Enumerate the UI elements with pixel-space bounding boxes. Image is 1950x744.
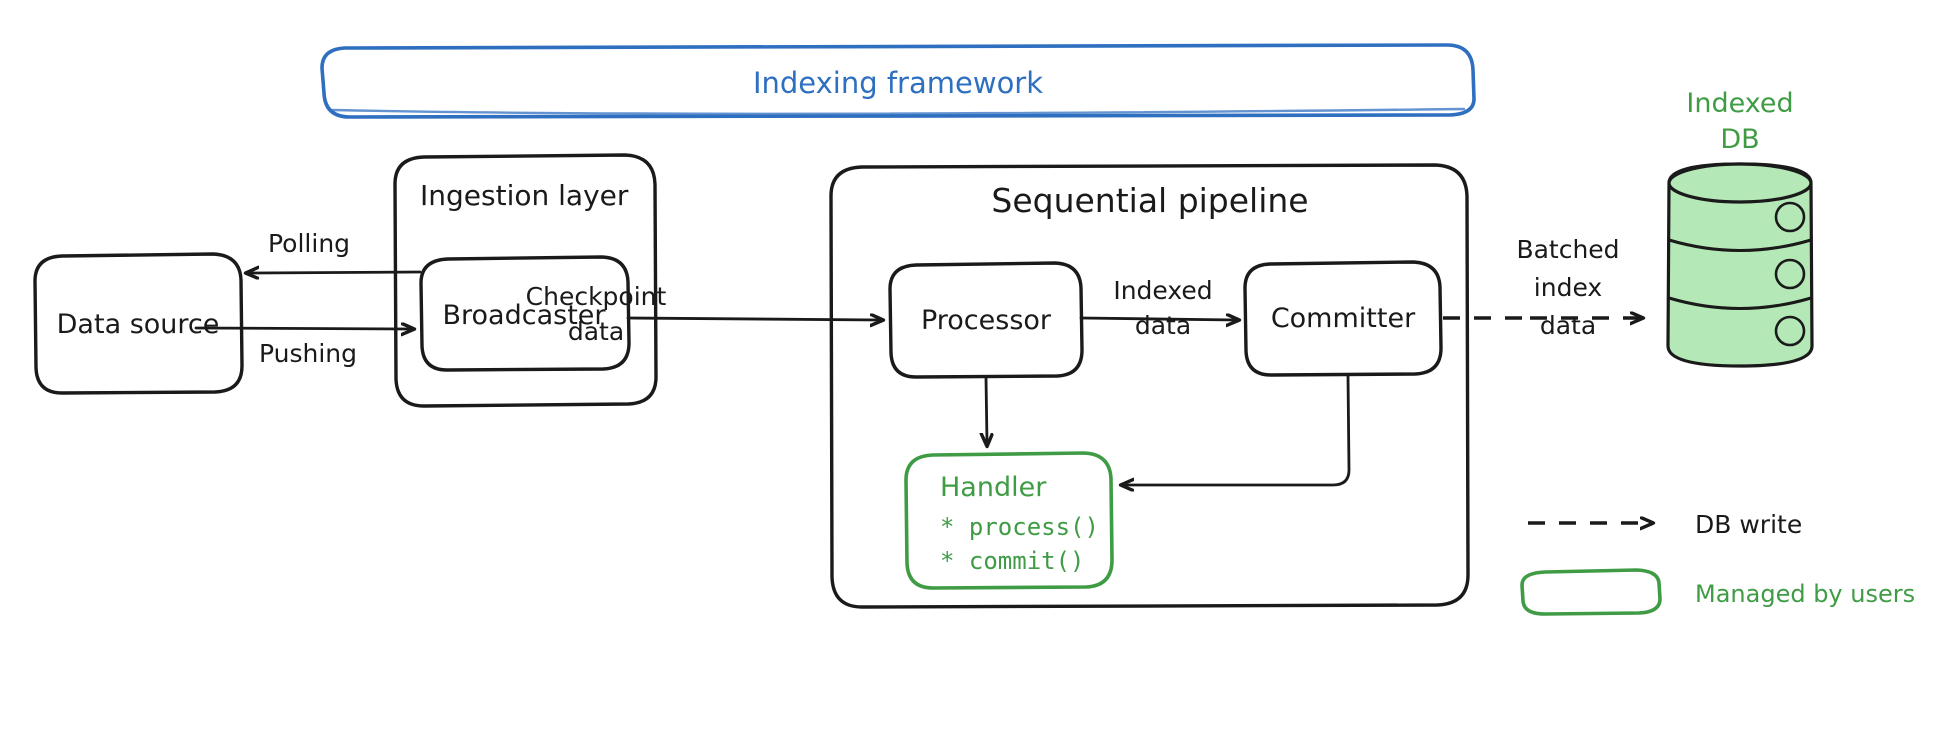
indexed-db-label-line2: DB <box>1720 124 1759 155</box>
legend-managed-by-users-label: Managed by users <box>1695 580 1915 608</box>
edge-committer-to-handler <box>1124 374 1351 485</box>
indexing-framework-label: Indexing framework <box>753 66 1043 100</box>
edge-pushing-label: Pushing <box>259 339 357 368</box>
ingestion-layer-label: Ingestion layer <box>420 179 629 212</box>
node-handler-method-process: * process() <box>940 513 1099 541</box>
edge-indexed-data-line2: data <box>1135 311 1191 340</box>
edge-batched-index-data-line3: data <box>1540 311 1596 340</box>
edge-batched-index-data-line1: Batched <box>1516 235 1619 264</box>
edge-checkpoint-data-line2: data <box>568 317 624 346</box>
edge-checkpoint-data-line1: Checkpoint <box>526 282 667 311</box>
node-handler-title: Handler <box>940 472 1047 503</box>
edge-pushing <box>194 328 411 329</box>
indexed-db-label-line1: Indexed <box>1686 88 1793 119</box>
edge-batched-index-data-line2: index <box>1534 273 1602 302</box>
db-indicator-2 <box>1774 258 1806 290</box>
node-committer[interactable] <box>1243 260 1443 377</box>
node-handler[interactable] <box>904 451 1114 590</box>
indexing-framework-container <box>320 43 1476 119</box>
sequential-pipeline-container <box>829 163 1470 609</box>
edge-polling-label: Polling <box>268 229 350 258</box>
sequential-pipeline-label: Sequential pipeline <box>991 181 1308 220</box>
node-processor[interactable] <box>888 261 1084 379</box>
indexed-db-cylinder[interactable] <box>1666 162 1814 368</box>
db-indicator-1 <box>1774 201 1806 233</box>
db-indicator-3 <box>1774 315 1806 347</box>
edge-indexed-data-line1: Indexed <box>1113 276 1212 305</box>
node-broadcaster-label: Broadcaster <box>443 300 607 331</box>
edge-processor-to-handler <box>986 376 987 443</box>
edge-checkpoint-data <box>626 318 880 320</box>
node-committer-label: Committer <box>1271 303 1416 334</box>
node-handler-method-commit: * commit() <box>940 547 1085 575</box>
edge-indexed-data <box>1079 318 1236 320</box>
ingestion-layer-container <box>393 153 658 408</box>
node-broadcaster[interactable] <box>419 255 631 372</box>
node-processor-label: Processor <box>921 305 1052 336</box>
legend-managed-by-users-swatch <box>1520 568 1662 616</box>
node-data-source-label: Data source <box>57 309 220 340</box>
legend-db-write-label: DB write <box>1695 510 1802 539</box>
edge-polling <box>249 272 422 273</box>
node-data-source[interactable] <box>33 252 244 395</box>
